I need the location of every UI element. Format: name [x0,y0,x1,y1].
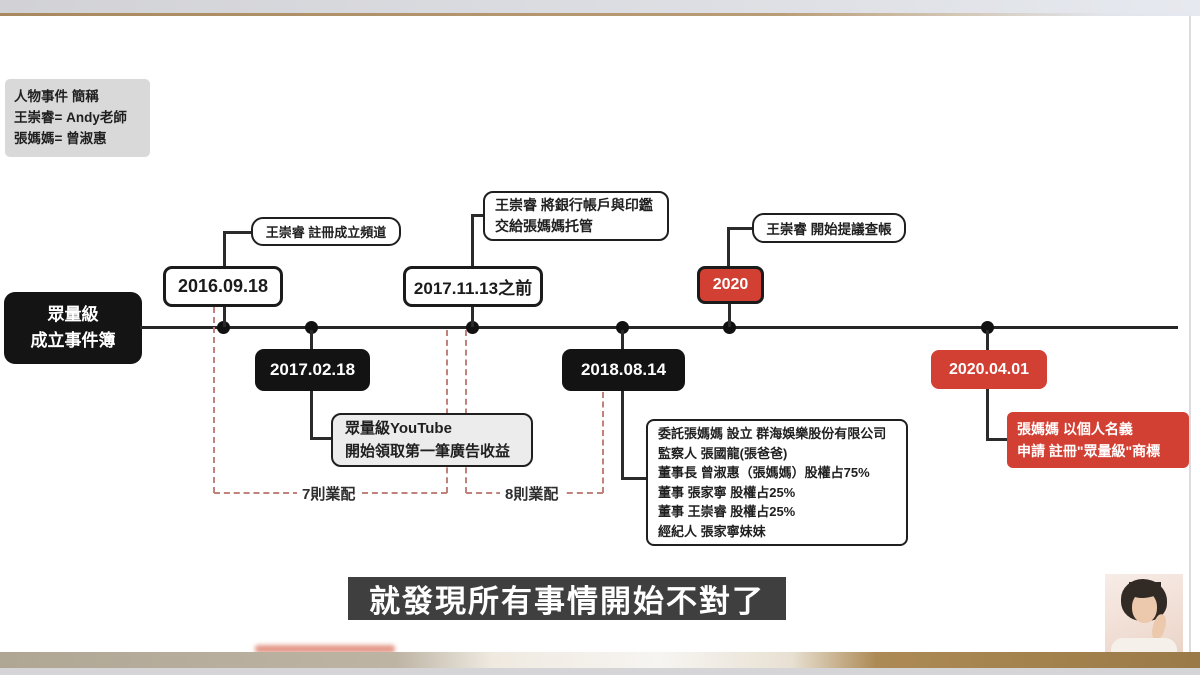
legend-line: 王崇睿= Andy老師 [14,110,127,125]
date-label: 2018.08.14 [580,360,667,379]
timeline-dot-2016-09-18 [217,321,230,334]
note-line: 張媽媽 以個人名義 [1017,421,1133,437]
connector-line [728,227,753,230]
date-box-2017-11-13: 2017.11.13之前 [403,266,543,307]
date-box-2020-04-01: 2020.04.01 [931,350,1047,389]
connector-line [223,307,226,327]
note-box-audit-proposal: 王崇睿 開始提議查帳 [752,213,906,243]
subtitle-text: 就發現所有事情開始不對了 [369,584,765,619]
date-label: 2020 [712,276,749,293]
timeline-dot-2020-04-01 [981,321,994,334]
presenter-fringe [1129,582,1161,598]
timeline-dot-2020 [723,321,736,334]
video-bottom-strip [0,652,1200,668]
slide-right-edge-line [1189,16,1191,652]
note-box-company-founding: 委託張媽媽 設立 群海娛樂股份有限公司 監察人 張國龍(張爸爸) 董事長 曾淑惠… [646,419,908,546]
note-line: 申請 註冊"眾量級"商標 [1017,443,1161,459]
video-bottom-band [0,668,1200,675]
connector-line [223,231,226,267]
date-box-2017-02-18: 2017.02.18 [255,349,370,391]
legend-line: 人物事件 簡稱 [14,89,99,104]
slide-background [0,16,1200,652]
connector-line [310,391,313,440]
connector-line [727,227,730,267]
note-line: 王崇睿 註冊成立頻道 [265,225,387,240]
note-line: 眾量級YouTube [345,420,452,437]
timeline-dot-2017-02-18 [305,321,318,334]
video-subtitle: 就發現所有事情開始不對了 [348,577,786,620]
note-box-youtube-revenue: 眾量級YouTube 開始領取第一筆廣告收益 [331,413,533,467]
note-line: 董事長 曾淑惠（張媽媽）股權占75% [658,465,870,480]
timeline-axis [140,326,1178,329]
sponsor-count-label: 8則業配 [500,483,564,504]
connector-line [986,330,989,350]
bracket-dashed-line [465,330,467,493]
connector-line [621,391,624,480]
note-box-channel-registered: 王崇睿 註冊成立頻道 [251,217,401,246]
note-line: 王崇睿 開始提議查帳 [766,222,892,237]
connector-line [621,330,624,349]
date-box-2018-08-14: 2018.08.14 [562,349,685,391]
connector-line [728,304,731,327]
connector-line [224,231,252,234]
date-label: 2017.02.18 [269,360,356,379]
note-line: 委託張媽媽 設立 群海娛樂股份有限公司 [658,426,887,441]
video-top-band [0,0,1200,13]
presenter-photo [1105,574,1183,662]
date-label: 2016.09.18 [177,276,269,296]
connector-line [471,307,474,327]
connector-line [310,437,332,440]
slide-top-edge-line [0,13,1200,16]
note-box-trademark: 張媽媽 以個人名義 申請 註冊"眾量級"商標 [1007,412,1189,468]
note-line: 董事 王崇睿 股權占25% [658,504,796,519]
note-line: 交給張媽媽托管 [495,218,593,234]
timeline-title-line: 眾量級 [47,305,99,324]
date-box-2016-09-18: 2016.09.18 [163,266,283,307]
timeline-dot-2018-08-14 [616,321,629,334]
note-line: 監察人 張國龍(張爸爸) [658,445,788,461]
legend-line: 張媽媽= 曾淑惠 [14,131,107,146]
sponsor-count-label: 7則業配 [297,483,361,504]
bracket-dashed-line [213,307,215,493]
connector-line [472,214,484,217]
note-line: 董事 張家寧 股權占25% [658,484,796,500]
note-line: 王崇睿 將銀行帳戶與印鑑 [495,197,653,213]
timeline-title-box: 眾量級 成立事件簿 [4,292,142,364]
connector-line [986,389,989,441]
connector-line [986,438,1008,441]
date-label: 2017.11.13之前 [413,279,533,298]
timeline-title-line: 成立事件簿 [30,331,116,350]
timeline-dot-2017-11-13 [466,321,479,334]
date-box-2020: 2020 [697,266,764,304]
note-line: 開始領取第一筆廣告收益 [345,443,511,460]
connector-line [621,477,647,480]
connector-line [471,214,474,267]
connector-line [310,330,313,349]
date-label: 2020.04.01 [948,360,1030,378]
note-box-bank-account: 王崇睿 將銀行帳戶與印鑑 交給張媽媽托管 [483,191,669,241]
legend-box: 人物事件 簡稱 王崇睿= Andy老師 張媽媽= 曾淑惠 [5,79,150,157]
blurred-background-text [255,645,395,653]
note-line: 經紀人 張家寧妹妹 [658,523,766,539]
bracket-dashed-line [446,330,448,493]
bracket-dashed-line [602,392,604,493]
